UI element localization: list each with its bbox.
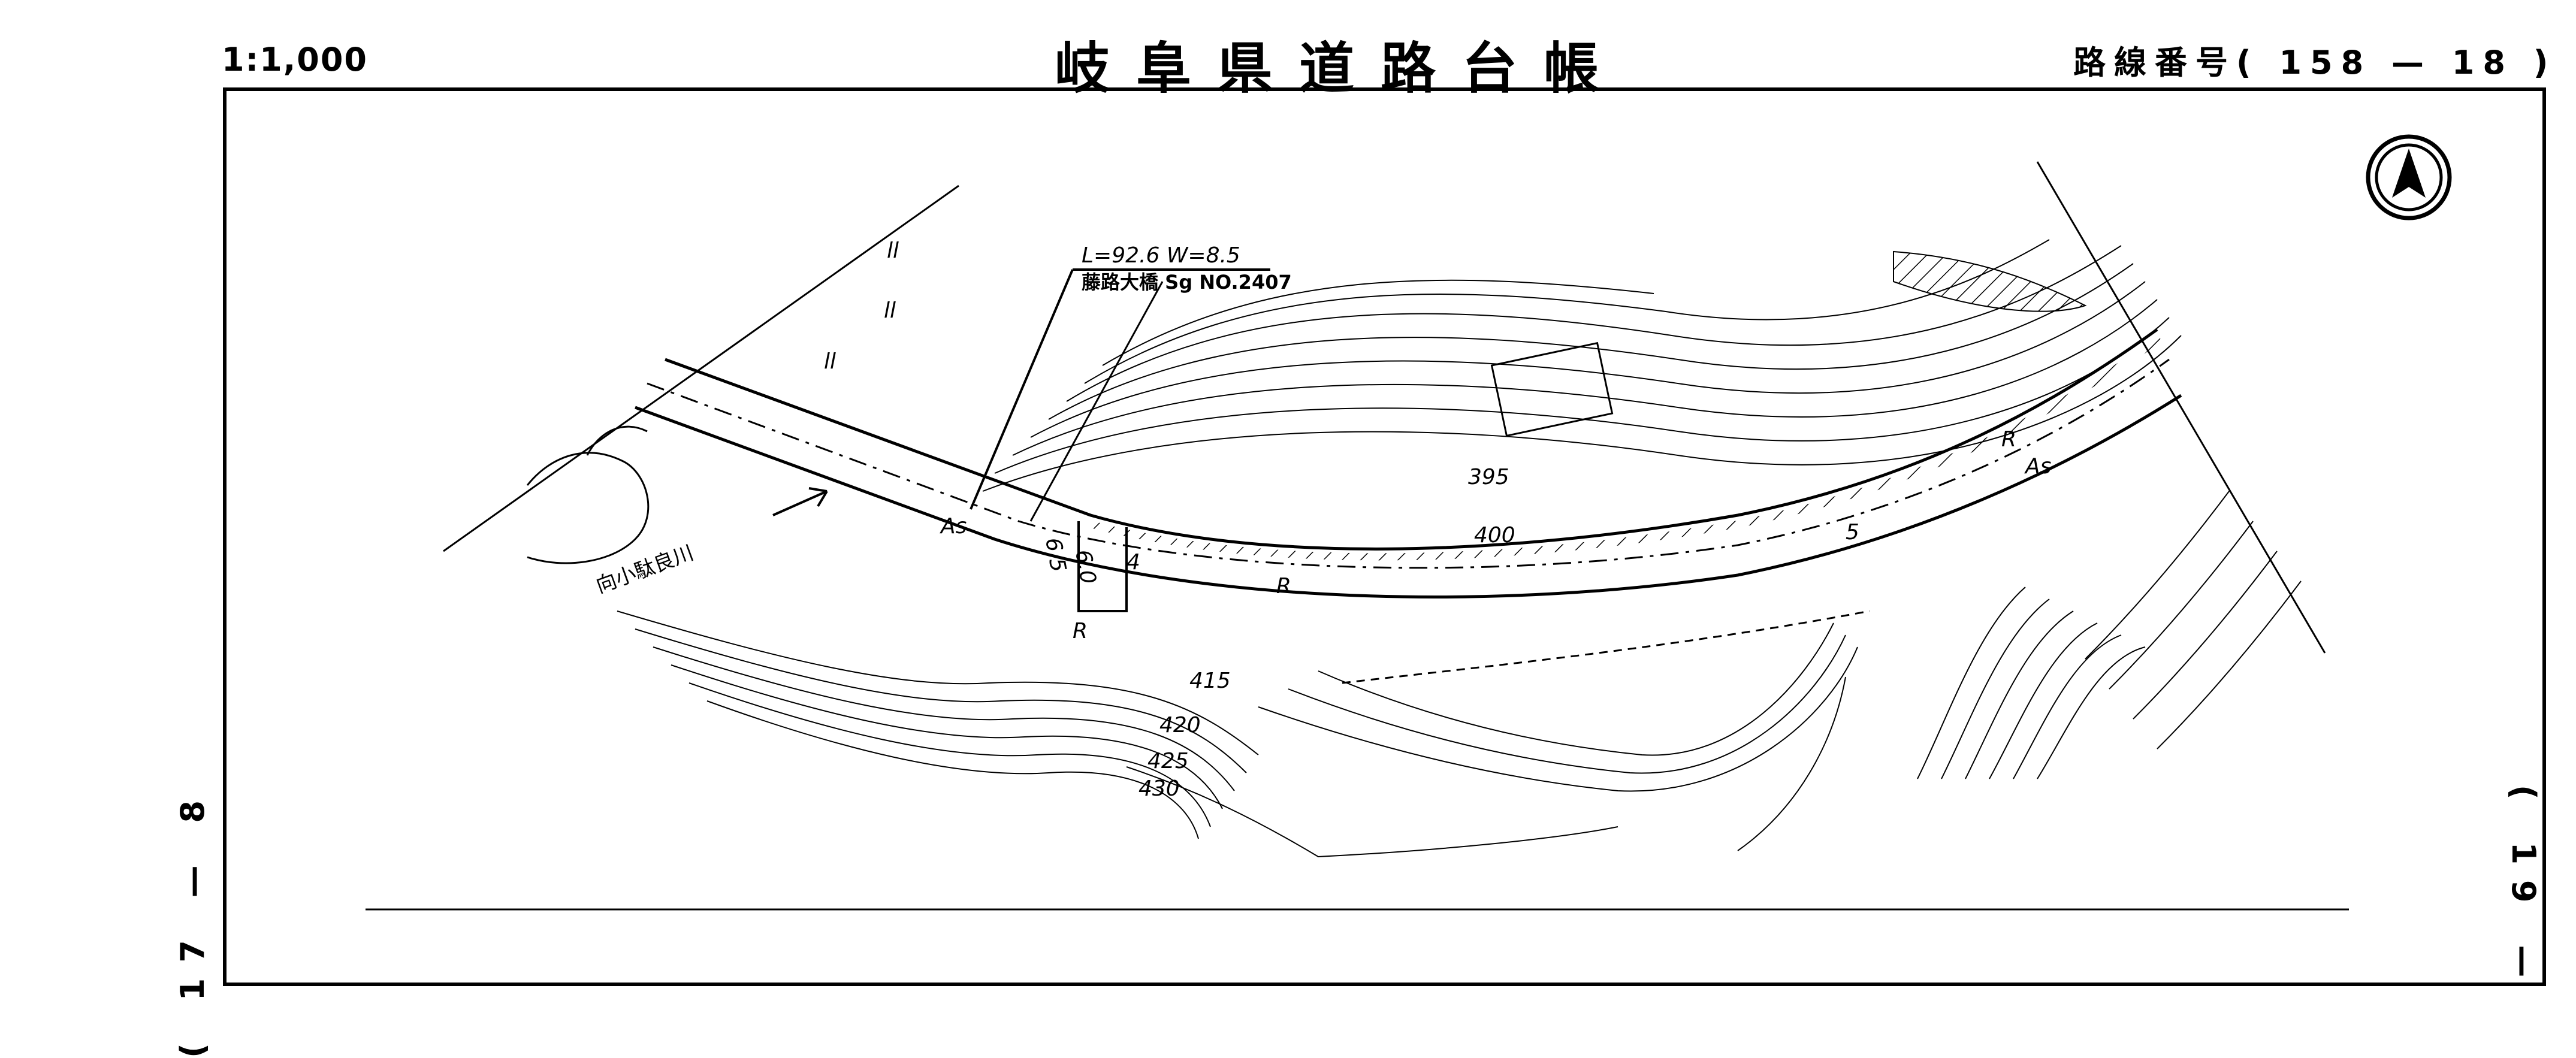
- river: [526, 425, 650, 564]
- surface-label-right: As: [2024, 454, 2051, 479]
- bridge-dimensions: L=92.6 W=8.5: [1082, 243, 1240, 268]
- width-label-1: 6.5: [1040, 536, 1070, 574]
- contour-label-430: 430: [1138, 776, 1180, 801]
- vegetation-area: [1893, 250, 2087, 312]
- river-name: 向小駄良川: [593, 541, 696, 598]
- r-label-2: R: [2001, 427, 2016, 452]
- contour-label-415: 415: [1189, 669, 1231, 693]
- surface-label-left: As: [940, 514, 967, 539]
- road-map-drawing: L=92.6 W=8.5 藤路大橋 Sg NO.2407 向小駄良川 As As…: [366, 134, 2452, 911]
- lane-label-4: 4: [1127, 550, 1140, 575]
- contour-label-400: 400: [1474, 523, 1515, 548]
- bridge-name: 藤路大橋 Sg NO.2407: [1082, 271, 1292, 294]
- building: [1490, 341, 1614, 437]
- contour-label-395: 395: [1468, 465, 1509, 489]
- map-labels: L=92.6 W=8.5 藤路大橋 Sg NO.2407 向小駄良川 As As…: [593, 238, 2051, 801]
- flow-arrow-icon: [772, 487, 828, 516]
- r-label-3: R: [1073, 619, 1088, 643]
- lower-contours: [617, 491, 2302, 858]
- mark-ll-1: ll: [887, 238, 899, 263]
- map-boundaries: [443, 161, 2326, 654]
- map-scale: 1:1,000: [222, 41, 368, 78]
- lane-label-5: 5: [1846, 520, 1859, 545]
- mark-ll-3: ll: [824, 349, 836, 374]
- route-number: 路線番号( 158 — 18 ): [2073, 44, 2557, 81]
- width-label-2: 6.0: [1070, 548, 1100, 586]
- r-label-1: R: [1276, 574, 1291, 598]
- contour-label-425: 425: [1147, 749, 1189, 773]
- road: [635, 328, 2182, 684]
- north-arrow-icon: [2366, 134, 2452, 220]
- bridge: [970, 268, 1270, 522]
- mark-ll-2: ll: [884, 298, 896, 323]
- contour-label-420: 420: [1159, 713, 1201, 737]
